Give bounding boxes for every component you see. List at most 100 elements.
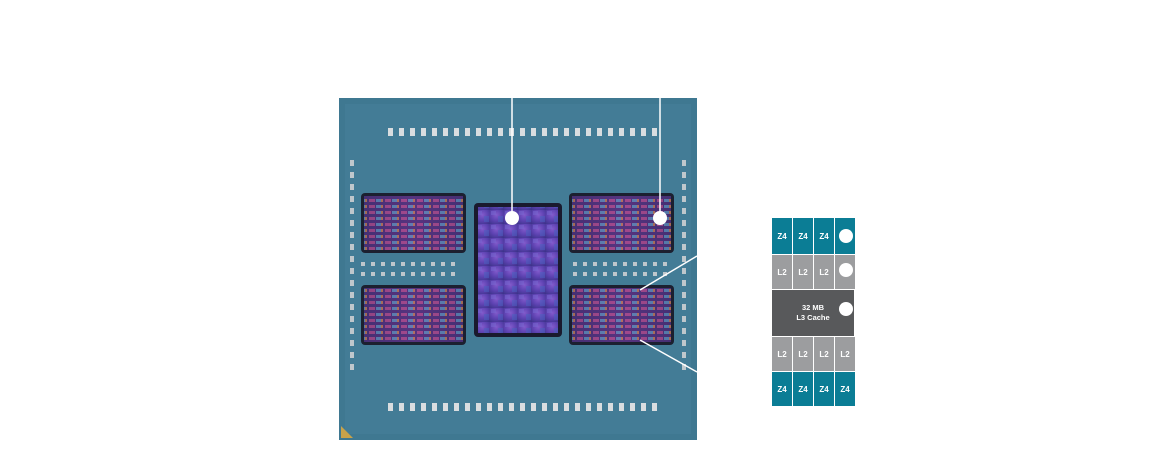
ccd-chiplet-top-left xyxy=(361,193,466,253)
contact-pad xyxy=(630,128,635,136)
capacitor xyxy=(350,340,354,346)
contact-pad xyxy=(597,403,602,411)
bottom-contact-pads xyxy=(388,403,657,411)
capacitor xyxy=(421,262,425,266)
contact-pad xyxy=(443,128,448,136)
contact-pad xyxy=(531,403,536,411)
core-block: Z4 xyxy=(814,218,834,254)
capacitor xyxy=(371,272,375,276)
capacitor xyxy=(350,292,354,298)
capacitor xyxy=(381,262,385,266)
contact-pad xyxy=(410,403,415,411)
callout-marker-l3 xyxy=(839,302,853,316)
ccd-chiplet-bottom-right xyxy=(569,285,674,345)
contact-pad xyxy=(465,403,470,411)
capacitor xyxy=(682,364,686,370)
capacitor xyxy=(401,272,405,276)
capacitor xyxy=(573,272,577,276)
contact-pad xyxy=(520,403,525,411)
contact-pad xyxy=(641,128,646,136)
contact-pad xyxy=(388,403,393,411)
l2-block: L2 xyxy=(814,255,834,289)
contact-pad xyxy=(454,128,459,136)
capacitor xyxy=(682,220,686,226)
pin1-marker xyxy=(341,426,353,438)
ccd-chiplet-top-right xyxy=(569,193,674,253)
contact-pad xyxy=(498,403,503,411)
contact-pad xyxy=(542,403,547,411)
l2-block: L2 xyxy=(835,337,855,371)
contact-pad xyxy=(465,128,470,136)
contact-pad xyxy=(421,403,426,411)
capacitor xyxy=(603,272,607,276)
top-core-row: Z4 Z4 Z4 xyxy=(772,218,855,254)
core-block: Z4 xyxy=(793,218,813,254)
contact-pad xyxy=(608,403,613,411)
contact-pad xyxy=(564,403,569,411)
capacitor xyxy=(350,160,354,166)
side-capacitors xyxy=(350,160,686,370)
l2-block: L2 xyxy=(772,337,792,371)
contact-pad xyxy=(608,128,613,136)
capacitor xyxy=(573,262,577,266)
core-block: Z4 xyxy=(835,372,855,406)
contact-pad xyxy=(597,128,602,136)
capacitor xyxy=(603,262,607,266)
capacitor xyxy=(371,262,375,266)
capacitor xyxy=(350,208,354,214)
contact-pad xyxy=(520,128,525,136)
capacitor xyxy=(593,272,597,276)
capacitor xyxy=(593,262,597,266)
contact-pad xyxy=(531,128,536,136)
capacitor xyxy=(613,262,617,266)
capacitor xyxy=(682,280,686,286)
capacitor xyxy=(431,272,435,276)
contact-pad xyxy=(553,128,558,136)
capacitor xyxy=(350,184,354,190)
contact-pad xyxy=(487,403,492,411)
capacitor xyxy=(682,160,686,166)
capacitor xyxy=(682,244,686,250)
core-block: Z4 xyxy=(814,372,834,406)
capacitor xyxy=(350,280,354,286)
ccd-chiplet-bottom-left xyxy=(361,285,466,345)
zoom-line-lower xyxy=(639,339,698,373)
capacitor xyxy=(391,272,395,276)
bottom-core-row: Z4 Z4 Z4 Z4 xyxy=(772,372,855,406)
capacitor xyxy=(350,316,354,322)
contact-pad xyxy=(619,403,624,411)
capacitor xyxy=(663,272,667,276)
contact-pad xyxy=(498,128,503,136)
capacitor xyxy=(682,232,686,238)
l2-block: L2 xyxy=(793,255,813,289)
capacitor xyxy=(682,316,686,322)
contact-pad xyxy=(487,128,492,136)
contact-pad xyxy=(410,128,415,136)
capacitor xyxy=(401,262,405,266)
zoom-line-upper xyxy=(639,255,698,291)
contact-pad xyxy=(630,403,635,411)
callout-marker-l2 xyxy=(839,263,853,277)
capacitor xyxy=(350,244,354,250)
capacitor xyxy=(623,262,627,266)
callout-marker-ccd xyxy=(653,211,667,225)
l2-block: L2 xyxy=(772,255,792,289)
ccd-block-diagram: Z4 Z4 Z4 L2 L2 L2 32 MB L3 Cache L2 L2 L… xyxy=(772,218,855,406)
contact-pad xyxy=(509,403,514,411)
capacitor xyxy=(350,232,354,238)
capacitor xyxy=(451,272,455,276)
capacitor xyxy=(583,262,587,266)
capacitor xyxy=(682,196,686,202)
capacitor xyxy=(381,272,385,276)
core-block: Z4 xyxy=(772,218,792,254)
capacitor xyxy=(643,262,647,266)
capacitor xyxy=(391,262,395,266)
contact-pad xyxy=(399,128,404,136)
capacitor xyxy=(633,272,637,276)
contact-pad xyxy=(586,128,591,136)
capacitor xyxy=(421,272,425,276)
contact-pad xyxy=(575,128,580,136)
callout-marker-cores xyxy=(839,229,853,243)
capacitor xyxy=(653,272,657,276)
